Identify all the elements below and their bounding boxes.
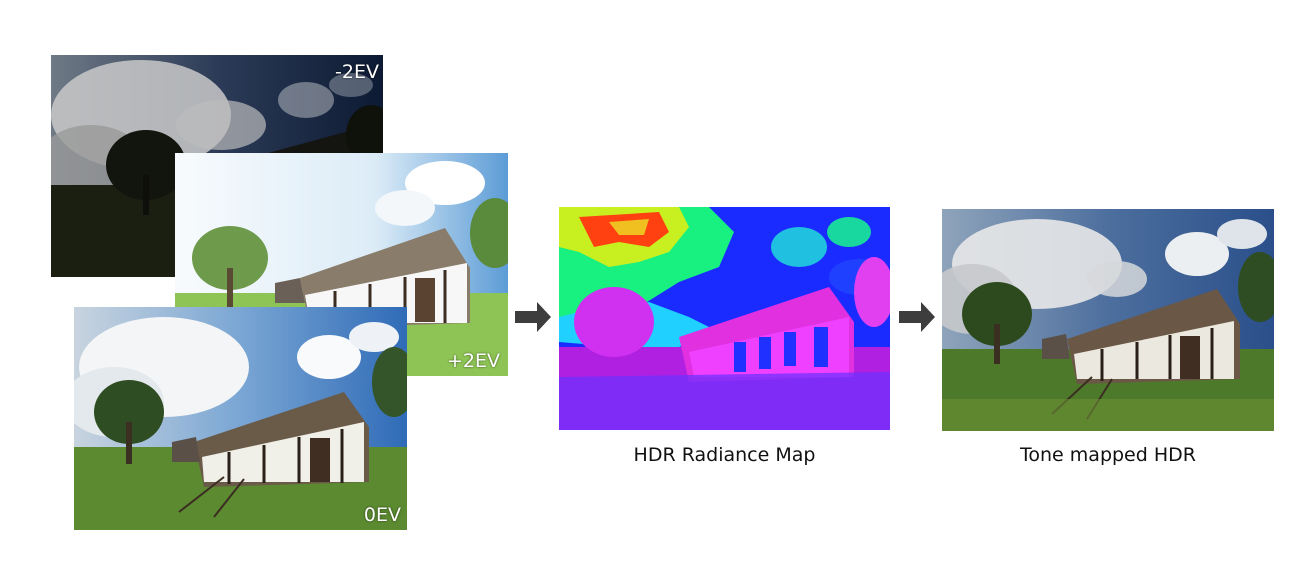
tone-mapped-photo [942,209,1274,431]
radiance-map-false-color [559,207,890,430]
arrow-right-icon [515,302,551,332]
ev-label-minus-2: -2EV [335,61,379,83]
hdr-radiance-map-image [559,207,890,430]
arrow-right-icon [899,302,935,332]
tone-mapped-hdr-image [942,209,1274,431]
normal-exposure-image [74,307,407,530]
tone-mapped-caption: Tone mapped HDR [1020,444,1196,466]
photo-0ev: 0EV [74,307,407,530]
ev-label-plus-2: +2EV [446,350,500,372]
radiance-map-caption: HDR Radiance Map [633,444,816,466]
ev-label-0: 0EV [363,504,401,526]
